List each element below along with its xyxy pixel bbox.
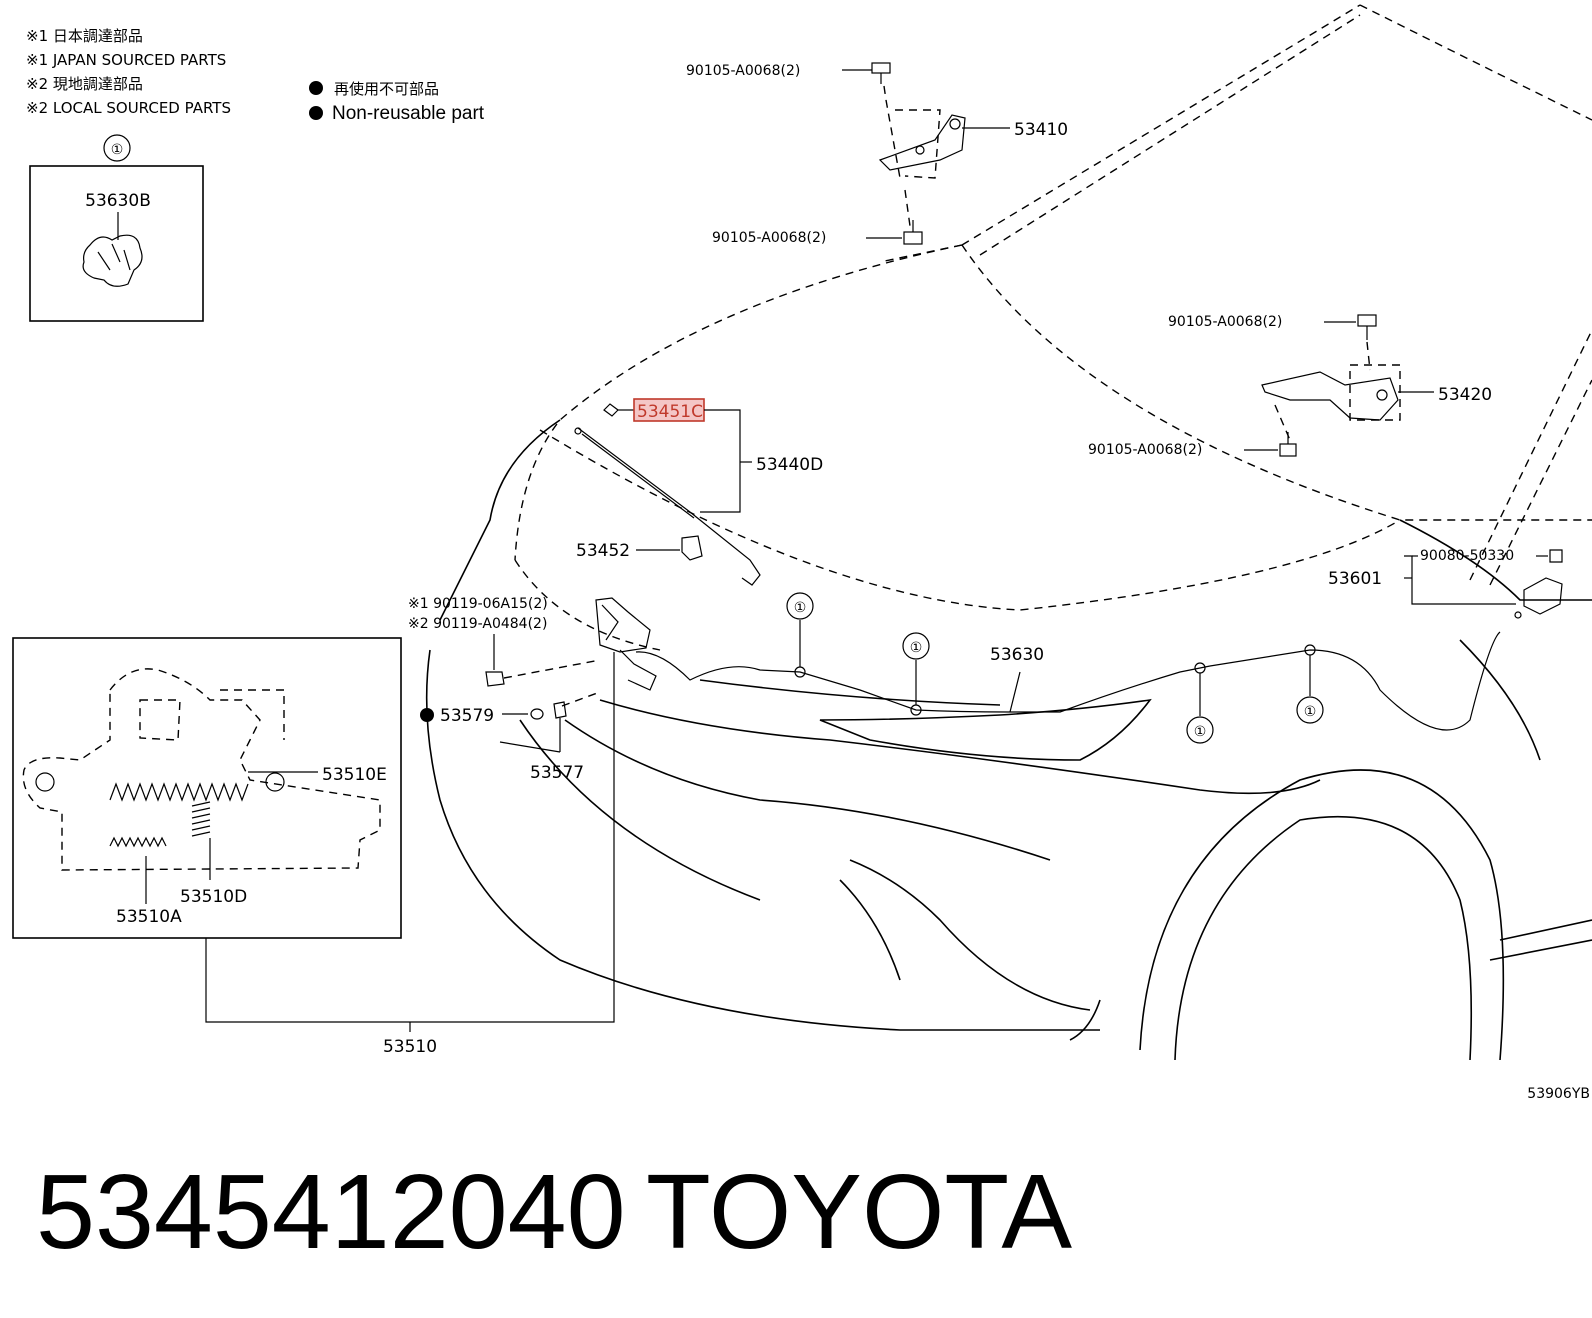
part-label-bolt-d[interactable]: 90105-A0068(2) [1088, 442, 1202, 458]
inset-cable-clip: ① 53630B [29, 134, 204, 322]
part-label-53510a[interactable]: 53510A [116, 907, 182, 927]
footer-part-number: 5345412040 [36, 1153, 626, 1271]
legend-nonreusable-en: Non-reusable part [332, 103, 485, 124]
vehicle-outline [425, 4, 1592, 1061]
coil-spring-icon [191, 801, 211, 837]
part-label-53510[interactable]: 53510 [383, 1037, 437, 1057]
bolt-icon [485, 671, 505, 687]
part-label-bolt-japan[interactable]: ※1 90119-06A15(2) [408, 596, 548, 612]
hood-support-assembly: 53451C 53440D 53452 [574, 398, 823, 586]
callout-circle [786, 592, 814, 620]
part-label-53601[interactable]: 53601 [1328, 569, 1382, 589]
clip-icon [681, 535, 703, 561]
mounting-hole-icon [35, 772, 55, 792]
bolt-icon [1357, 314, 1377, 340]
callout-number: ① [794, 600, 807, 616]
legend-japan-en: ※1 JAPAN SOURCED PARTS [26, 51, 226, 69]
hood-hinge-rh: 90105-A0068(2) 53420 90105-A0068(2) [1088, 314, 1492, 458]
illustration-code: 53906YB [1527, 1086, 1590, 1102]
retainer-icon [603, 403, 619, 417]
bolt-icon [871, 62, 891, 84]
part-label-bolt-b[interactable]: 90105-A0068(2) [712, 230, 826, 246]
hood-lock-icon [595, 597, 657, 691]
legend: ※1 日本調達部品 ※1 JAPAN SOURCED PARTS ※2 現地調達… [26, 27, 485, 124]
callout-circle [902, 632, 930, 660]
callout-circle [103, 134, 131, 162]
callout-number: ① [1304, 704, 1317, 720]
small-spring-icon [109, 836, 167, 848]
part-label-53410[interactable]: 53410 [1014, 120, 1068, 140]
legend-japan-jp: ※1 日本調達部品 [26, 27, 143, 45]
callout-number: ① [1194, 724, 1207, 740]
support-rod-icon [574, 427, 761, 586]
callout-circle [1186, 716, 1214, 744]
part-label-bolt-c[interactable]: 90105-A0068(2) [1168, 314, 1282, 330]
cushion-icon [530, 708, 544, 720]
footer-brand: TOYOTA [646, 1153, 1072, 1271]
screw-icon [1549, 549, 1563, 563]
hinge-rh-icon [1261, 371, 1399, 421]
legend-nonreusable-jp: 再使用不可部品 [334, 80, 439, 98]
legend-local-jp: ※2 現地調達部品 [26, 75, 143, 93]
hood-hinge-lh: 90105-A0068(2) 53410 90105-A0068(2) [686, 62, 1068, 246]
inset-lock-detail: 53510E 53510D 53510A [12, 637, 402, 939]
part-label-53440d[interactable]: 53440D [756, 455, 823, 475]
clip-icon [82, 234, 143, 287]
non-reusable-dot-icon [309, 106, 323, 120]
part-label-53579[interactable]: 53579 [440, 706, 494, 726]
callout-circle [1296, 696, 1324, 724]
part-label-53630[interactable]: 53630 [990, 645, 1044, 665]
inset-box [29, 165, 204, 322]
lever-icon [1514, 577, 1563, 619]
nut-icon [553, 701, 567, 719]
non-reusable-dot-icon [420, 708, 434, 722]
bolt-icon [903, 220, 923, 245]
part-label-53420[interactable]: 53420 [1438, 385, 1492, 405]
hinge-lh-icon [878, 114, 966, 171]
part-label-53452[interactable]: 53452 [576, 541, 630, 561]
callout-number: ① [910, 640, 923, 656]
legend-local-en: ※2 LOCAL SOURCED PARTS [26, 99, 231, 117]
part-label-bolt-a[interactable]: 90105-A0068(2) [686, 63, 800, 79]
main-spring-icon [109, 782, 249, 802]
part-label-53630b[interactable]: 53630B [85, 191, 151, 211]
part-label-53451c[interactable]: 53451C [637, 402, 703, 422]
part-label-90080-50330[interactable]: 90080-50330 [1420, 548, 1514, 564]
hood-lock-assembly: ※1 90119-06A15(2) ※2 90119-A0484(2) 5357… [205, 596, 657, 1057]
part-label-53510e[interactable]: 53510E [322, 765, 387, 785]
bolt-icon [1279, 432, 1297, 457]
part-label-bolt-local[interactable]: ※2 90119-A0484(2) [408, 616, 547, 632]
release-lever-assembly: 53601 90080-50330 [1328, 548, 1563, 619]
mounting-hole-icon [265, 772, 285, 792]
part-label-53577[interactable]: 53577 [530, 763, 584, 783]
release-cable: 53630 ① ① ① ① [635, 592, 1501, 744]
inset-box [12, 637, 402, 939]
callout-number: ① [111, 142, 124, 158]
part-label-53510d[interactable]: 53510D [180, 887, 247, 907]
non-reusable-dot-icon [309, 81, 323, 95]
